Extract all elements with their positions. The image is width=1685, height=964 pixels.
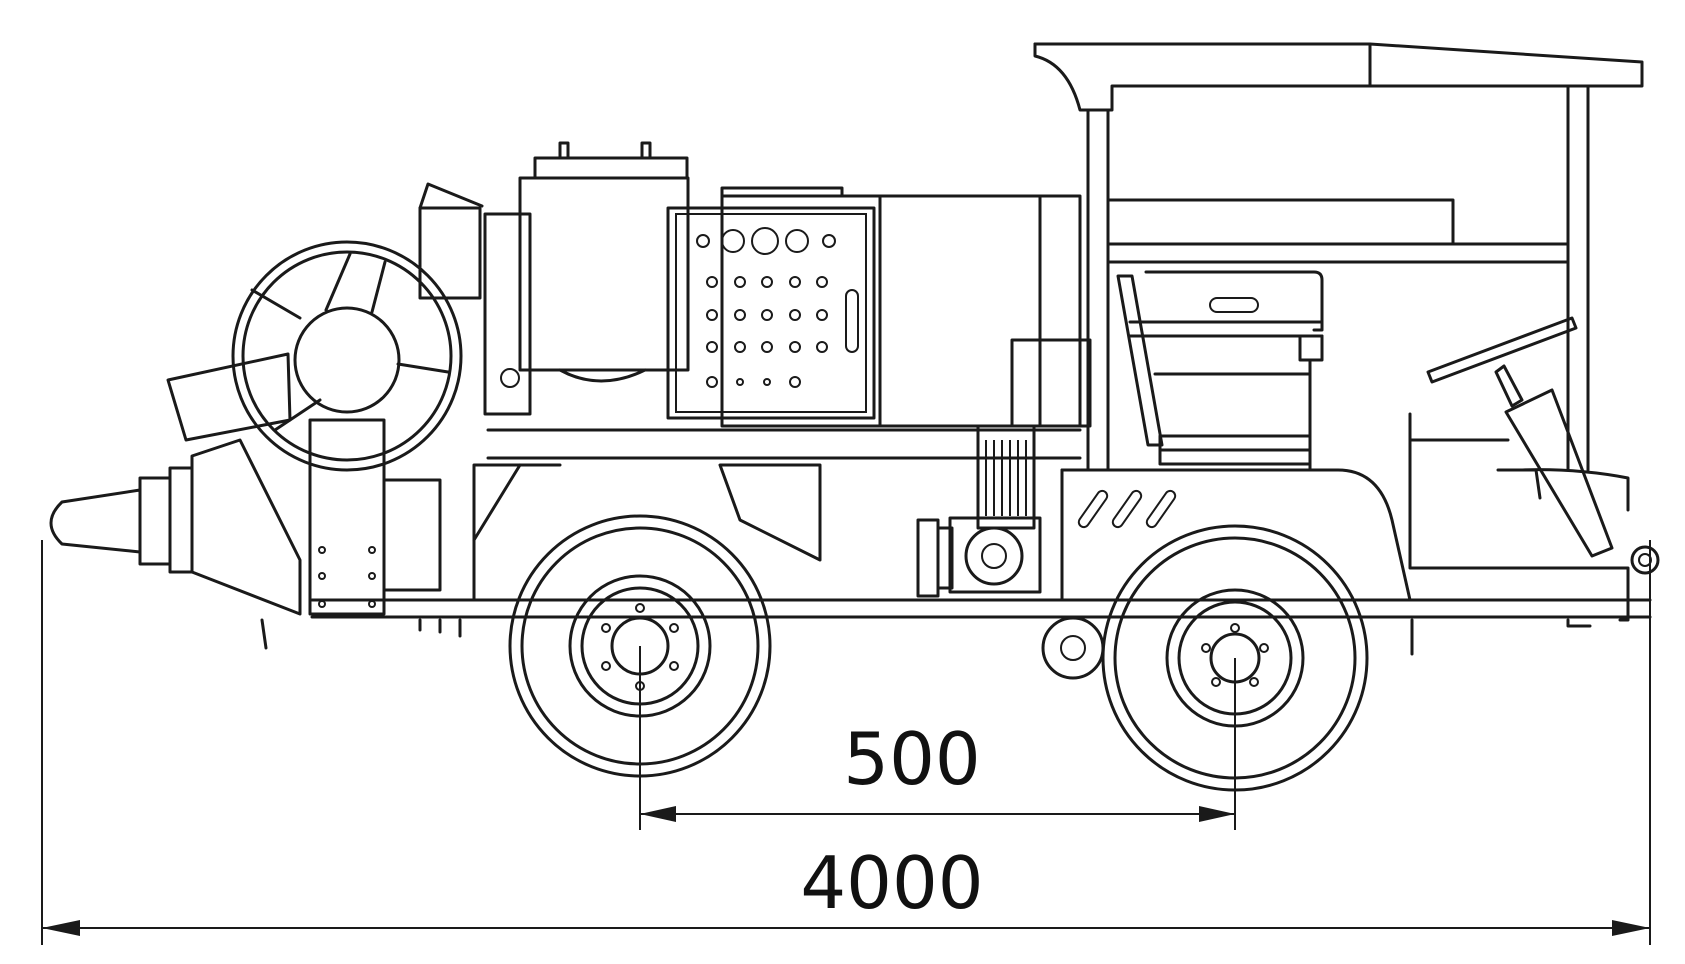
steering-column bbox=[1408, 316, 1660, 575]
vent-slots bbox=[1077, 489, 1177, 529]
chassis-frame bbox=[310, 428, 1652, 656]
wheelbase-arrow-right bbox=[1199, 806, 1235, 822]
roof-canopy bbox=[1033, 42, 1644, 472]
operator-seat bbox=[1010, 270, 1324, 472]
hydraulic-motor bbox=[916, 424, 1042, 598]
overall-length-label: 4000 bbox=[800, 841, 983, 925]
overall-length-dimension: 4000 bbox=[41, 540, 1651, 945]
wheelbase-arrow-left bbox=[640, 806, 676, 822]
spray-nozzle bbox=[49, 352, 442, 650]
electrical-panel bbox=[666, 206, 876, 420]
wheelbase-label: 500 bbox=[843, 717, 980, 801]
length-arrow-left bbox=[42, 920, 80, 936]
control-box bbox=[483, 141, 690, 416]
support-roller bbox=[1041, 616, 1105, 680]
hose-reel bbox=[231, 182, 484, 472]
wheelbase-dimension: 500 bbox=[639, 646, 1236, 830]
panel-indicator-grid bbox=[706, 276, 828, 388]
length-arrow-right bbox=[1612, 920, 1650, 936]
engine-housing bbox=[720, 186, 1455, 428]
